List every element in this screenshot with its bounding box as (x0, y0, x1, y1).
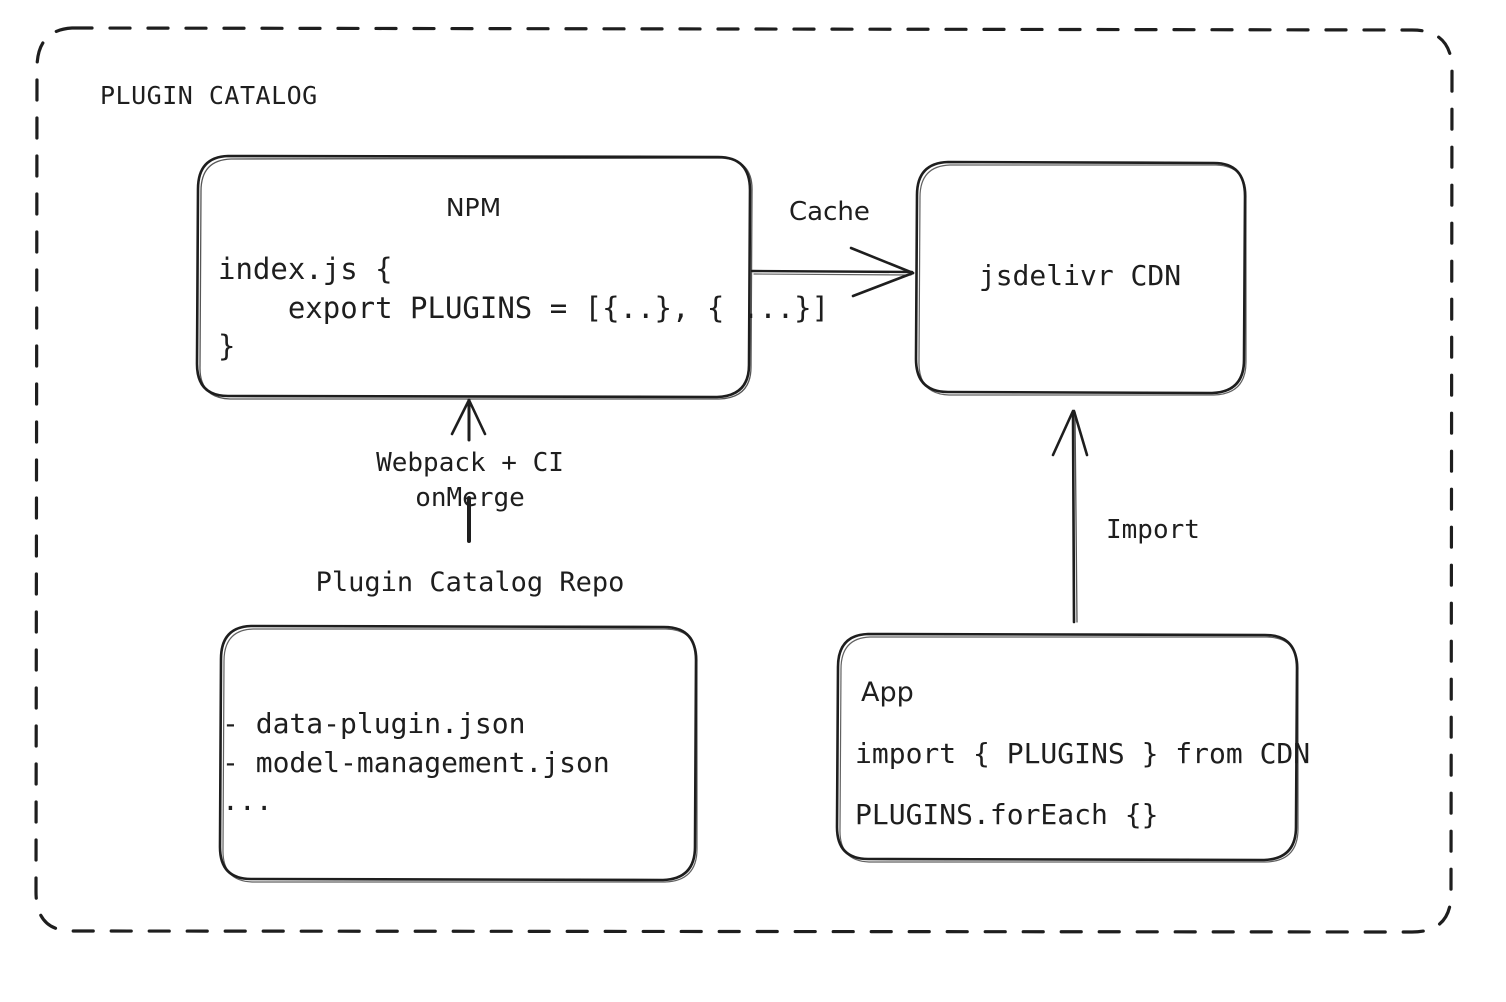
app-node-title: App (861, 677, 914, 708)
arrow-app-to-cdn (1051, 409, 1089, 624)
npm-node-title: NPM (445, 193, 502, 222)
cdn-node-title: jsdelivr CDN (978, 259, 1182, 292)
edge-label-webpack-ci: Webpack + CI onMerge (376, 448, 564, 513)
app-node-code-import: import { PLUGINS } from CDN (855, 737, 1311, 770)
npm-node-code: index.js { export PLUGINS = [{..}, { ...… (218, 252, 830, 364)
repo-node-files: - data-plugin.json - model-management.js… (222, 707, 610, 818)
repo-node-caption: Plugin Catalog Repo (315, 567, 625, 598)
edge-label-import: Import (1106, 515, 1200, 545)
page-title: PLUGIN CATALOG (100, 81, 318, 110)
edge-label-cache: Cache (789, 197, 870, 227)
app-node-code-foreach: PLUGINS.forEach {} (855, 798, 1159, 831)
